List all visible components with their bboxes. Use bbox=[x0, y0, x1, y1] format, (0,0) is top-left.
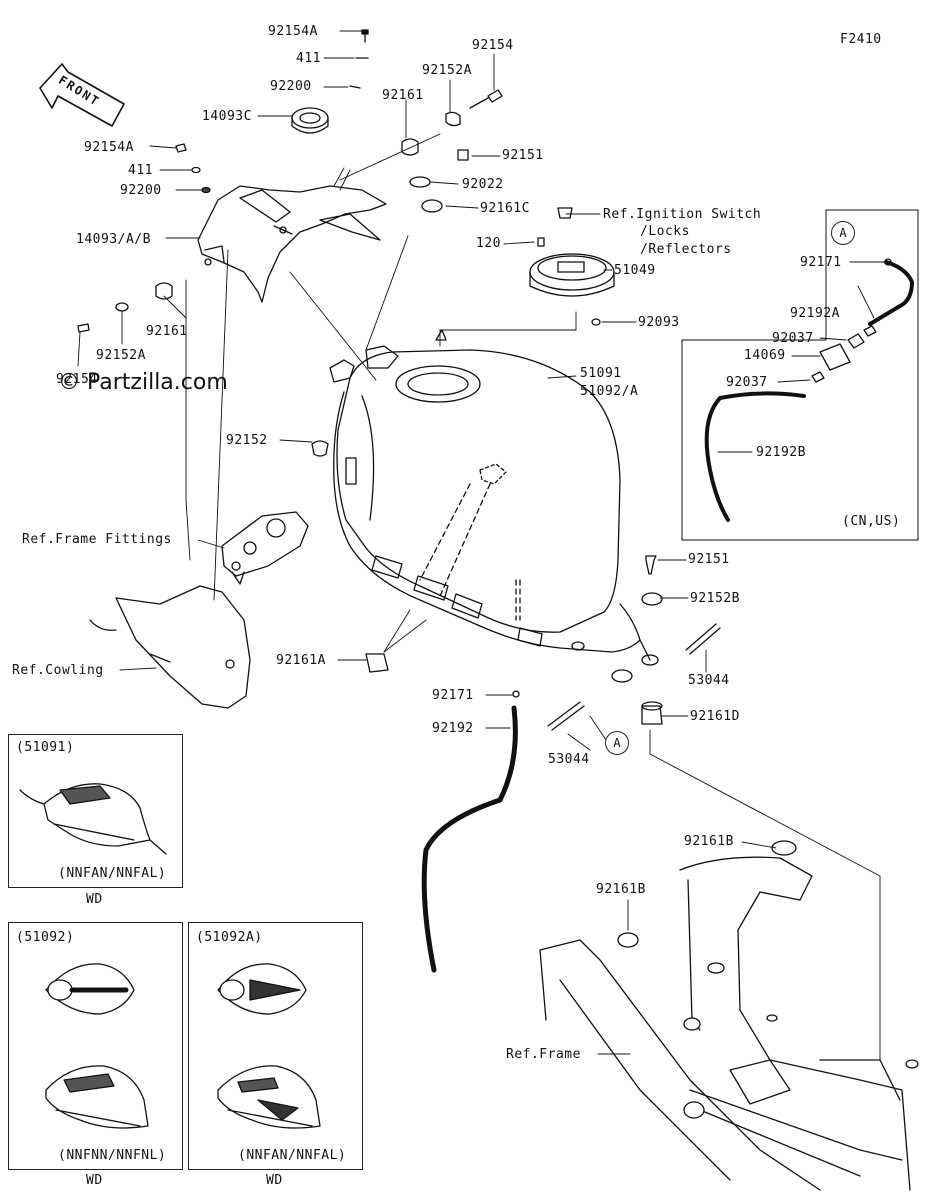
label-inset-92037a: 92037 bbox=[772, 331, 814, 346]
label-inset-92192b: 92192B bbox=[756, 445, 806, 460]
variant-51091-note: WD bbox=[86, 892, 103, 907]
front-arrow-icon bbox=[39, 63, 125, 127]
label-ref-ignition-switch: Ref.Ignition Switch bbox=[603, 207, 762, 222]
label-inset-92171: 92171 bbox=[800, 255, 842, 270]
label-ref-frame: Ref.Frame bbox=[506, 1047, 581, 1062]
label-inset-92037b: 92037 bbox=[726, 375, 768, 390]
label-92161d: 92161D bbox=[690, 709, 740, 724]
label-92154-left: 92154 bbox=[56, 372, 98, 387]
frame bbox=[539, 840, 919, 1191]
variant-51091-code: (51091) bbox=[16, 740, 75, 755]
label-92022: 92022 bbox=[462, 177, 504, 192]
label-14093ab: 14093/A/B bbox=[76, 232, 151, 247]
label-51049: 51049 bbox=[614, 263, 656, 278]
label-92200-left: 92200 bbox=[120, 183, 162, 198]
inset-hose-diagram bbox=[681, 209, 919, 541]
cowling bbox=[89, 585, 251, 709]
label-92161c: 92161C bbox=[480, 201, 530, 216]
bolt-92152 bbox=[311, 440, 329, 457]
label-inset-region: (CN,US) bbox=[842, 514, 901, 529]
label-ref-cowling: Ref.Cowling bbox=[12, 663, 104, 678]
pad-92161a bbox=[365, 653, 389, 673]
partzilla-watermark: © Partzilla.com bbox=[58, 370, 228, 395]
variant-box-51092 bbox=[8, 922, 183, 1170]
label-92192-main: 92192 bbox=[432, 721, 474, 736]
label-92161-top: 92161 bbox=[382, 88, 424, 103]
label-411-left: 411 bbox=[128, 163, 153, 178]
label-92154a-left: 92154A bbox=[84, 140, 134, 155]
label-51092a: 51092/A bbox=[580, 384, 639, 399]
variant-51092-note: WD bbox=[86, 1173, 103, 1188]
callout-a-main: A bbox=[605, 731, 629, 755]
label-inset-14069: 14069 bbox=[744, 348, 786, 363]
label-92161b-left: 92161B bbox=[596, 882, 646, 897]
variant-51092a-note: WD bbox=[266, 1173, 283, 1188]
label-92154a-top: 92154A bbox=[268, 24, 318, 39]
label-92152a-top: 92152A bbox=[422, 63, 472, 78]
hose-92192 bbox=[421, 705, 518, 973]
label-92200-top: 92200 bbox=[270, 79, 312, 94]
label-92093: 92093 bbox=[638, 315, 680, 330]
label-53044-bottom: 53044 bbox=[548, 752, 590, 767]
label-51091: 51091 bbox=[580, 366, 622, 381]
variant-51092a-models: (NNFAN/NNFAL) bbox=[238, 1148, 347, 1163]
label-92151-right: 92151 bbox=[688, 552, 730, 567]
label-92152: 92152 bbox=[226, 433, 268, 448]
leader-lines bbox=[77, 30, 881, 1061]
figure-code: F2410 bbox=[840, 32, 882, 47]
variant-51091-artwork bbox=[19, 783, 167, 855]
variant-box-51092a bbox=[188, 922, 363, 1170]
label-411-top: 411 bbox=[296, 51, 321, 66]
label-inset-92192a: 92192A bbox=[790, 306, 840, 321]
variant-51092-models: (NNFNN/NNFNL) bbox=[58, 1148, 167, 1163]
ring-14093c bbox=[291, 107, 329, 134]
label-92151-top: 92151 bbox=[502, 148, 544, 163]
label-92161-left: 92161 bbox=[146, 324, 188, 339]
callout-a-inset: A bbox=[831, 221, 855, 245]
label-92154: 92154 bbox=[472, 38, 514, 53]
variant-51091-models: (NNFAN/NNFAL) bbox=[58, 866, 167, 881]
variant-box-51091 bbox=[8, 734, 183, 888]
label-ref-reflectors: /Reflectors bbox=[640, 242, 732, 257]
right-side-parts bbox=[512, 555, 721, 731]
tank-cover-14093 bbox=[197, 185, 387, 303]
label-ref-locks: /Locks bbox=[640, 224, 690, 239]
label-92171-main: 92171 bbox=[432, 688, 474, 703]
small-fasteners-top bbox=[77, 29, 601, 333]
label-92152a-left: 92152A bbox=[96, 348, 146, 363]
variant-51092-artwork bbox=[45, 963, 149, 1129]
label-92152b: 92152B bbox=[690, 591, 740, 606]
variant-51092-code: (51092) bbox=[16, 930, 75, 945]
variant-51092a-code: (51092A) bbox=[196, 930, 263, 945]
label-ref-frame-fittings: Ref.Frame Fittings bbox=[22, 532, 172, 547]
variant-51092a-artwork bbox=[217, 963, 321, 1129]
label-92161a: 92161A bbox=[276, 653, 326, 668]
fuel-cap-51049 bbox=[529, 253, 615, 297]
frame-fittings bbox=[221, 511, 309, 585]
label-14093c: 14093C bbox=[202, 109, 252, 124]
fuel-tank-51091 bbox=[329, 329, 659, 683]
label-53044-right: 53044 bbox=[688, 673, 730, 688]
label-92161b-top: 92161B bbox=[684, 834, 734, 849]
label-120: 120 bbox=[476, 236, 501, 251]
